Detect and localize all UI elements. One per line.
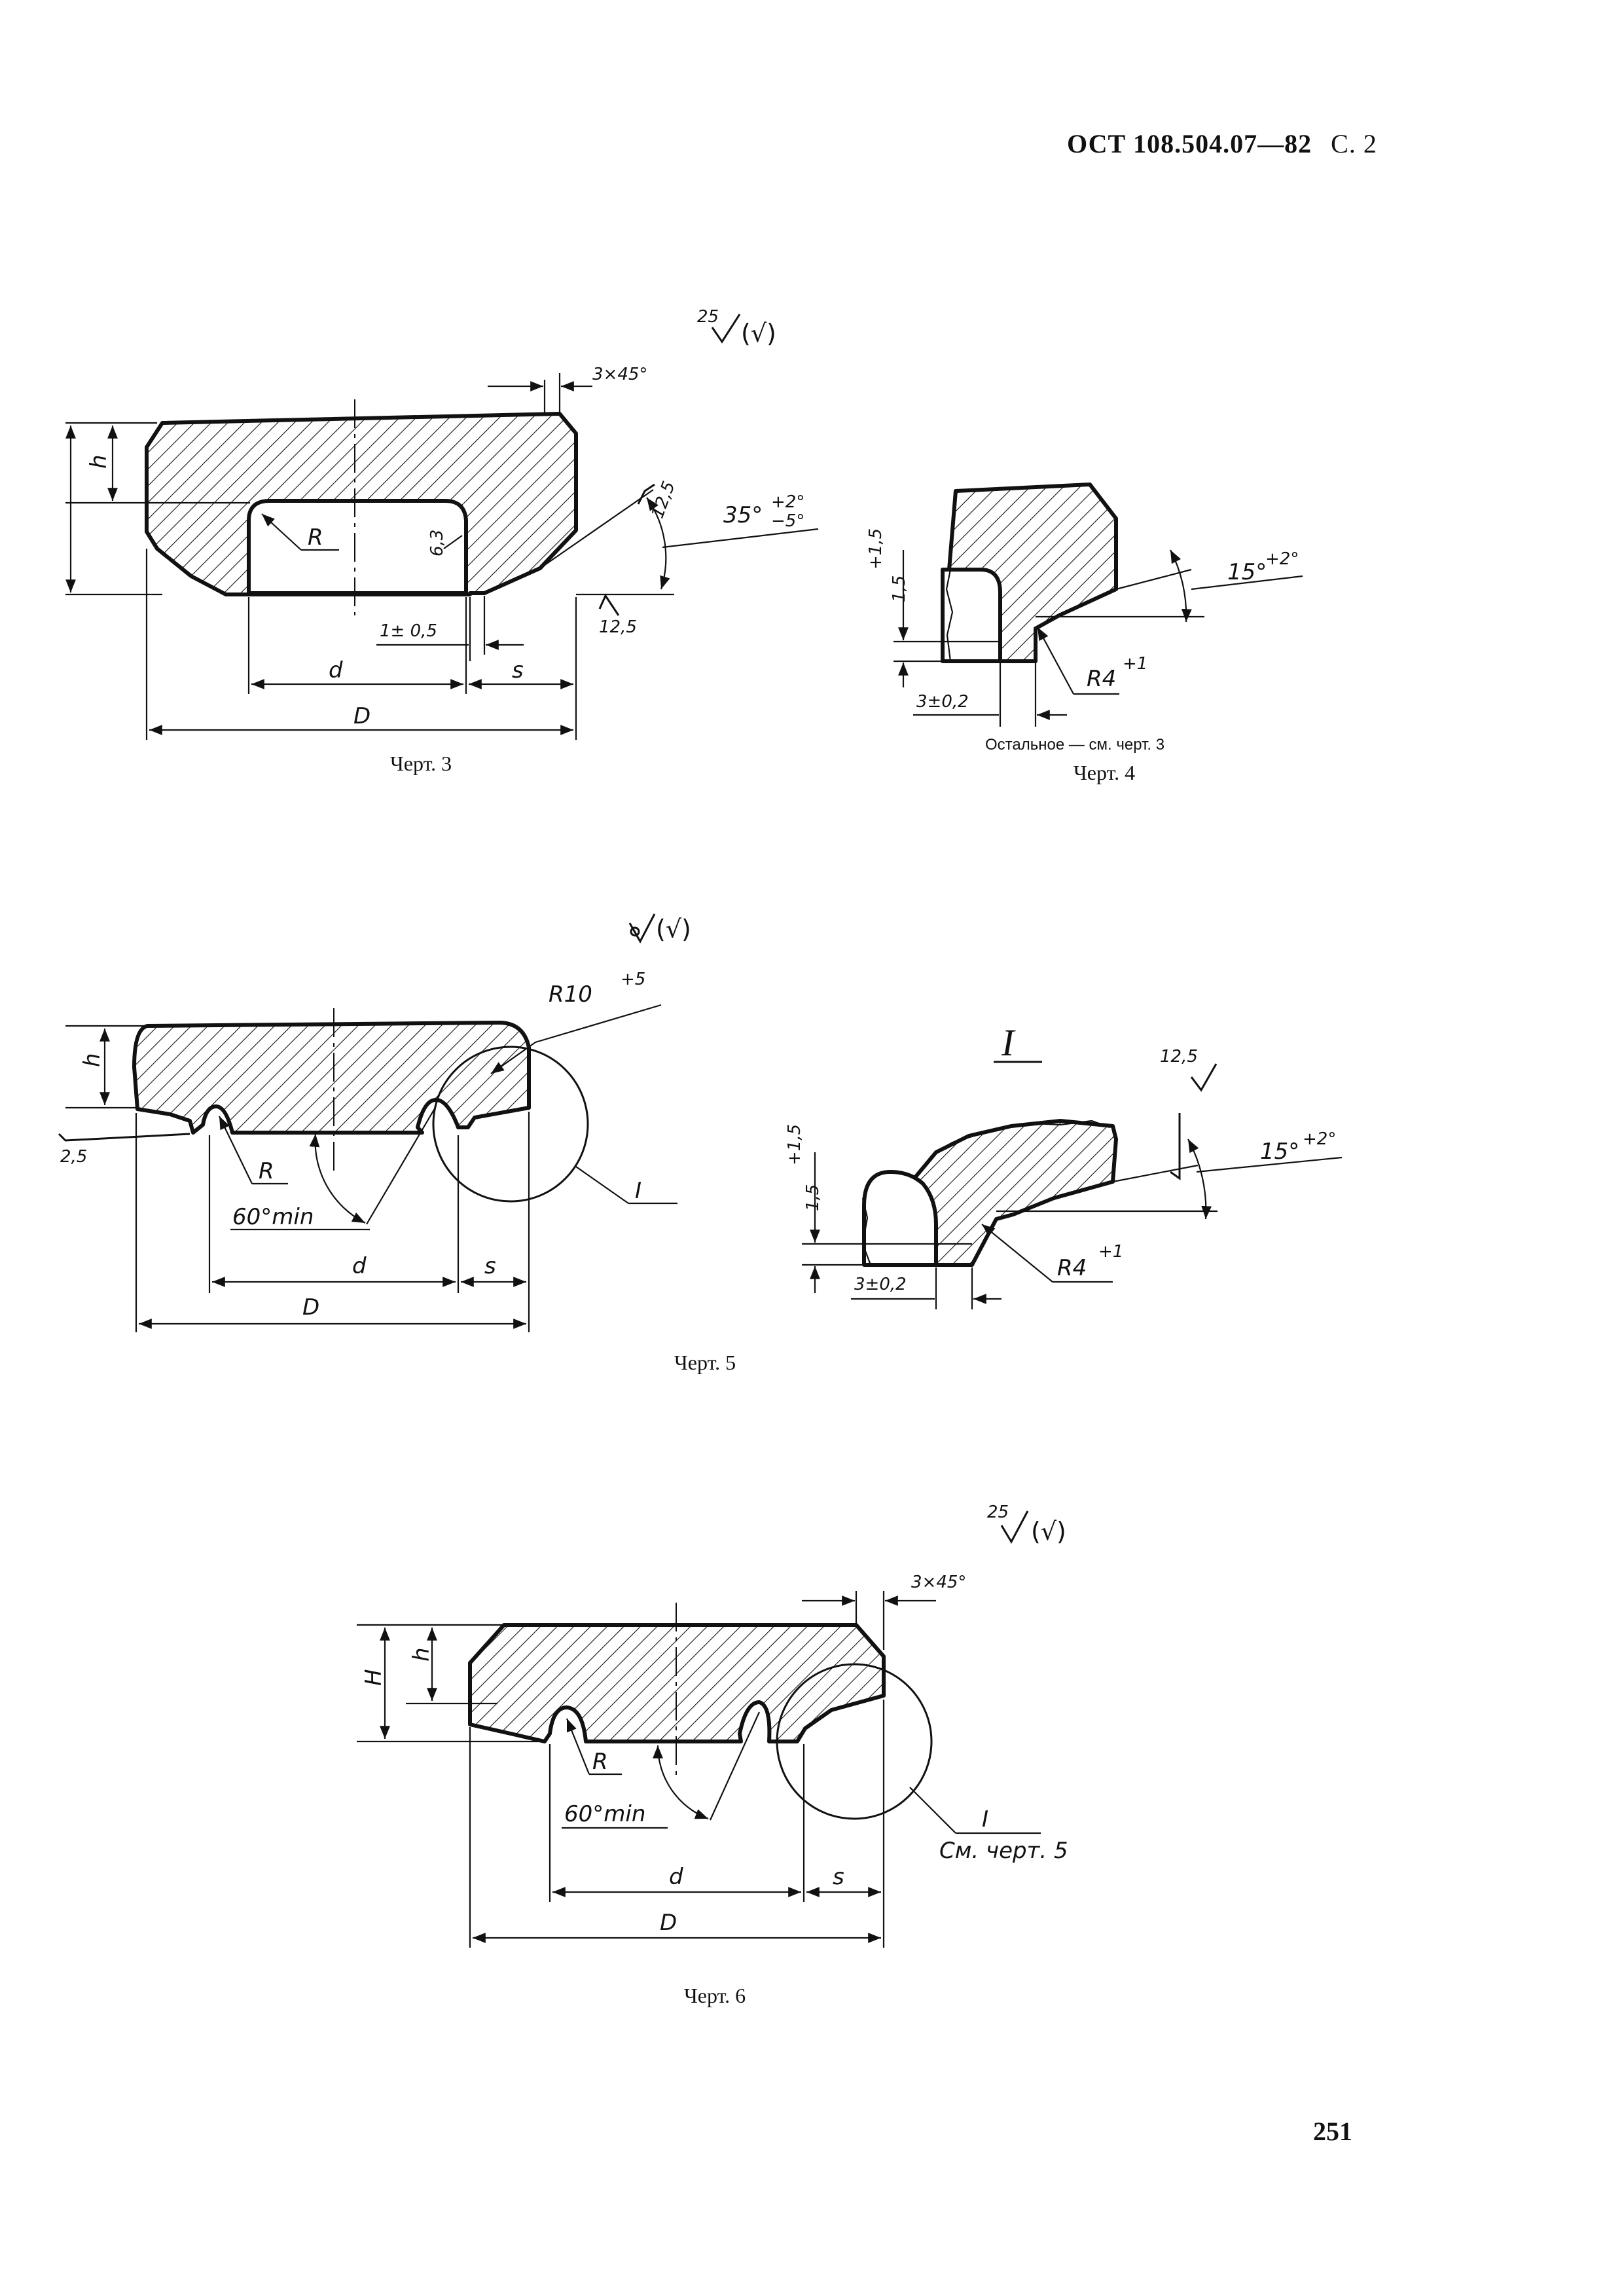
detail-roughness-125: 12,5 [1160,1047,1198,1066]
fig5-radius: R10 [549,981,592,1008]
figure-5: (√) R10 +5 I h 2,5 R 60°min [58,913,691,1332]
fig3-angle-tol-up: +2° [771,492,804,512]
fig4-height-tol: +1,5 [866,528,886,570]
figure-6: 25 (√) I См. черт. 5 3×45° H h R 60°m [357,1503,1068,1948]
fig6-detail-leader: I [982,1806,988,1832]
fig3-roughness-check-icon [711,314,741,344]
fig6-chamfer: 3×45° [911,1573,966,1592]
fig6-roughness-value: 25 [987,1503,1009,1522]
figure-3: 25 (√) h R 6,3 3×45° 12,5 35° +2 [65,307,819,740]
fig4-radius: R4 [1087,666,1116,692]
detail-title: I [1001,1021,1016,1064]
fig3-angle: 35° [723,502,763,528]
fig4-caption: Черт. 4 [1074,761,1136,784]
fig4-width: 3±0,2 [916,692,969,712]
detail-groove [862,1170,938,1267]
fig6-H-label: H [361,1669,387,1686]
detail-height: 1,5 [803,1184,823,1211]
detail-width: 3±0,2 [854,1275,907,1294]
fig3-groove [247,499,468,595]
fig6-roughness-paren: (√) [1031,1517,1066,1546]
fig5-caption: Черт. 5 [674,1351,736,1374]
fig3-d-label: d [329,657,343,683]
fig3-roughness-paren: (√) [741,319,776,348]
detail-I: I 12,5 15° +2° 1,5 +1,5 R4 +1 [785,1021,1343,1309]
fig3-roughness-125b: 12,5 [599,617,637,637]
fig4-height: 1,5 [890,575,909,602]
fig6-D-label: D [660,1910,677,1936]
fig6-r-label: R [592,1749,608,1775]
detail-height-tol: +1,5 [785,1124,804,1165]
fig5-roughness-paren: (√) [656,915,691,943]
figure-4: 1,5 +1,5 15° +2° R4 +1 3±0,2 [866,483,1303,727]
fig3-caption: Черт. 3 [390,752,452,775]
fig5-roughness-25: 2,5 [60,1147,87,1167]
fig3-D-label: D [353,703,370,729]
fig5-h-label: h [79,1053,105,1067]
detail-radius-tol: +1 [1098,1242,1123,1262]
fig6-d-label: d [669,1864,683,1890]
fig3-r-label: R [308,524,323,551]
page-label: С. 2 [1331,129,1377,158]
fig5-roughness-check-icon [628,913,656,944]
fig6-s-label: s [833,1864,844,1890]
fig5-section [132,1021,531,1135]
fig4-angle-tol: +2° [1265,549,1299,569]
fig3-h-label: h [86,454,112,469]
fig3-angle-tol-down: −5° [771,511,804,531]
fig6-detail-ref: См. черт. 5 [939,1838,1068,1864]
fig5-d-label: d [352,1253,367,1279]
document-header: ОСТ 108.504.07—82 С. 2 [1067,128,1377,159]
detail-section [908,1119,1118,1267]
fig6-caption: Черт. 6 [684,1984,746,2007]
detail-angle: 15° [1260,1139,1299,1165]
fig4-note: Остальное — см. черт. 3 [985,736,1165,754]
fig6-h-label: h [408,1647,435,1662]
fig3-roughness-63: 6,3 [427,530,447,556]
standard-code: ОСТ 108.504.07—82 [1067,129,1312,158]
fig5-angle: 60°min [232,1204,314,1230]
detail-angle-tol: +2° [1303,1129,1336,1149]
page-number: 251 [1313,2117,1352,2146]
fig5-r-label: R [259,1158,274,1184]
fig3-roughness-value: 25 [697,307,719,327]
fig3-gap: 1± 0,5 [380,621,437,641]
fig3-s-label: s [512,657,524,683]
fig5-detail-leader: I [635,1178,641,1204]
fig4-angle: 15° [1227,559,1267,585]
fig5-detail-circle [432,1046,589,1203]
fig6-detail-circle [776,1663,933,1820]
fig5-D-label: D [302,1294,319,1321]
detail-radius: R4 [1057,1255,1087,1281]
fig6-angle: 60°min [564,1801,645,1827]
fig5-radius-tol: +5 [621,970,645,989]
fig6-roughness-check-icon [1000,1510,1029,1544]
fig3-chamfer: 3×45° [592,365,647,384]
fig4-groove [941,568,1002,663]
fig4-radius-tol: +1 [1123,654,1147,674]
fig5-s-label: s [484,1253,496,1279]
